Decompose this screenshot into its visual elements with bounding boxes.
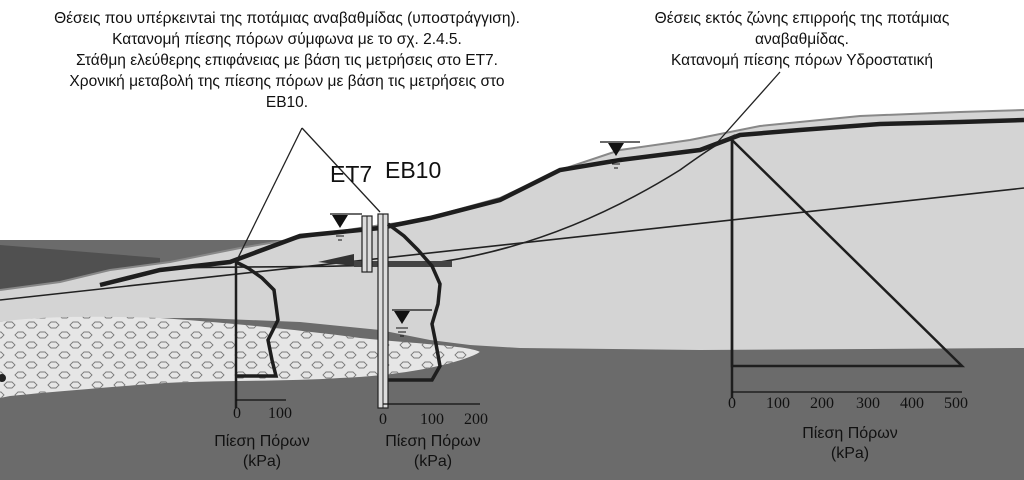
gravel-edge-dot — [0, 374, 6, 382]
long-slope-line — [0, 187, 1024, 301]
annotation-right-line: αναβαθμίδας. — [755, 31, 849, 48]
axis-1-tick: 0 — [233, 405, 241, 422]
axis-3-tick: 100 — [766, 395, 790, 412]
annotation-right-line: Θέσεις εκτός ζώνης επιρροής της ποτάμιας — [654, 10, 950, 27]
water-table-line — [169, 134, 736, 269]
gravel-pattern — [0, 316, 480, 398]
annotation-left-line: Χρονική μεταβολή της πίεσης πόρων με βάσ… — [69, 73, 505, 90]
annotation-left-line: Κατανομή πίεσης πόρων σύμφωνα με το σχ. … — [112, 31, 462, 48]
axis-1-caption-line: Πίεση Πόρων — [214, 433, 310, 450]
annotation-left-line: EB10. — [265, 94, 309, 111]
annotation-left: Θέσεις που υπέρκειντai της ποτάμιας αναβ… — [0, 8, 574, 113]
axis-3-caption-unit: (kPa) — [830, 445, 870, 462]
annotation-right-line: Κατανομή πίεσης πόρων Υδροστατική — [671, 52, 933, 69]
axis-3-caption: Πίεση Πόρων (kPa) — [790, 424, 910, 464]
pore-pressure-profile-2 — [386, 222, 442, 382]
axis-2-caption: Πίεση Πόρων (kPa) — [378, 432, 488, 472]
annotation-left-line: Στάθμη ελεύθερης επιφάνειας με βάση τις … — [76, 52, 498, 69]
axis-3-tick: 0 — [728, 395, 736, 412]
water-table-symbol-2 — [330, 213, 362, 241]
well-label-et7: ET7 — [330, 161, 372, 187]
annotation-left-line: Θέσεις που υπέρκειντai της ποτάμιας αναβ… — [54, 10, 520, 27]
axis-1-tick: 100 — [268, 405, 292, 422]
pointer-right — [714, 71, 781, 146]
axis-1-caption: Πίεση Πόρων (kPa) — [212, 432, 312, 472]
well-eb10 — [377, 213, 389, 409]
well-label-eb10: EB10 — [385, 157, 441, 183]
axis-3-tick: 300 — [856, 395, 880, 412]
drain-feature — [318, 254, 354, 266]
axis-3-tick: 500 — [944, 395, 968, 412]
axis-3-tick: 400 — [900, 395, 924, 412]
pore-pressure-profile-1 — [235, 260, 280, 378]
ground-surface-thick — [99, 117, 1024, 288]
axis-3-caption-line: Πίεση Πόρων — [802, 425, 898, 442]
axis-2-caption-unit: (kPa) — [413, 453, 453, 470]
axis-3-tick: 200 — [810, 395, 834, 412]
water-table-symbol-1 — [600, 141, 640, 169]
axis-2-tick: 200 — [464, 411, 488, 428]
pointer-left-2 — [301, 127, 381, 213]
axis-1-caption-unit: (kPa) — [242, 453, 282, 470]
upper-soil-layer — [0, 110, 1024, 350]
axis-2-tick: 100 — [420, 411, 444, 428]
axis-2-tick: 0 — [379, 411, 387, 428]
drain-pipe — [354, 261, 452, 267]
well-et7 — [361, 215, 373, 273]
annotation-right: Θέσεις εκτός ζώνης επιρροής της ποτάμιας… — [612, 8, 992, 71]
axis-2-caption-line: Πίεση Πόρων — [385, 433, 481, 450]
pointer-left-1 — [235, 127, 303, 263]
water-table-symbol-3 — [392, 309, 432, 337]
